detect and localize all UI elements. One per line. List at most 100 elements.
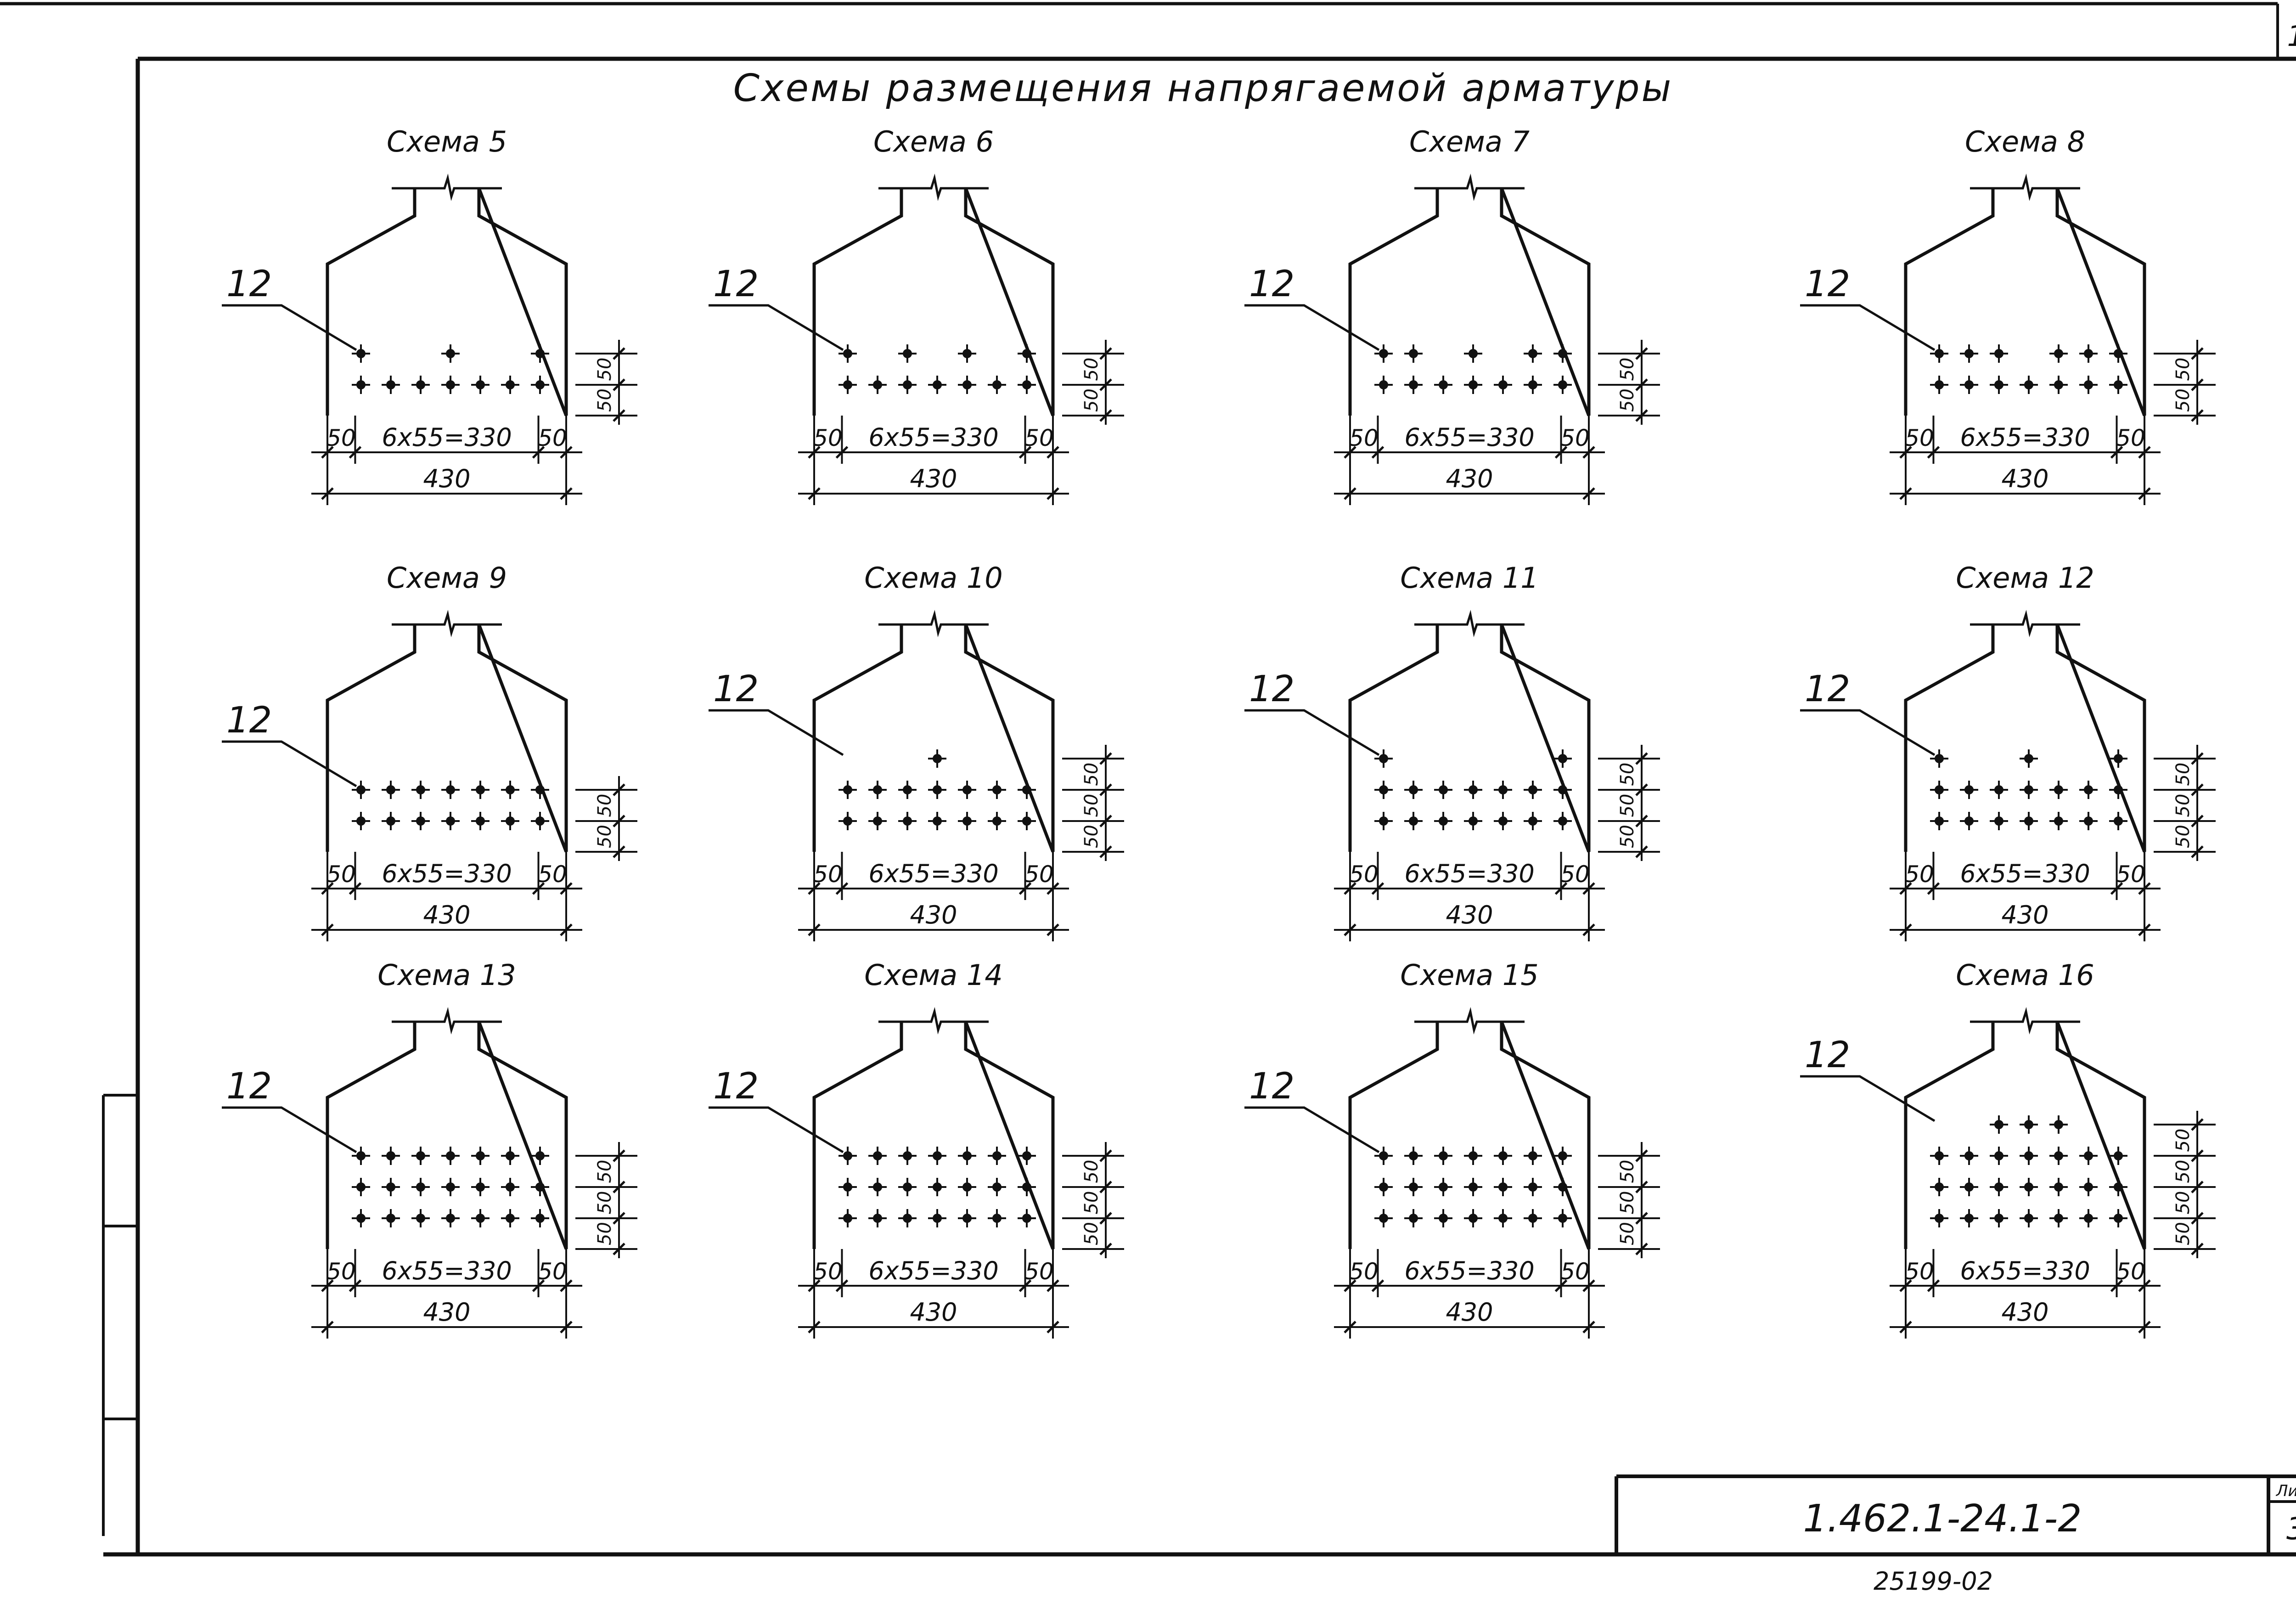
document-designation: 1.462.1-24.1-2	[1803, 1497, 2082, 1541]
dimension-right: 50	[1560, 1258, 1590, 1285]
dimension-vertical: 50	[2172, 1191, 2194, 1215]
section-outline	[812, 187, 1055, 416]
dimension-tick	[1099, 1243, 1112, 1255]
dimension-tick	[613, 783, 625, 796]
stem-break-line	[1970, 174, 2080, 201]
dimension-total: 430	[423, 900, 470, 929]
dimension-vertical: 50	[2172, 358, 2194, 381]
dimension-tick	[1099, 845, 1112, 858]
dimension-right: 50	[1024, 1258, 1054, 1285]
dimension-vertical: 50	[2172, 763, 2194, 786]
dimension-tick	[2138, 1321, 2151, 1334]
dimension-tick	[1635, 1149, 1648, 1162]
dimension-vertical: 50	[1081, 825, 1102, 848]
dimension-tick	[2191, 378, 2204, 391]
scheme-label: Схема 16	[1956, 958, 2094, 992]
section-outline	[1904, 624, 2146, 853]
dimension-tick	[532, 1279, 545, 1292]
dimension-tick	[1344, 487, 1356, 500]
dimension-tick	[1635, 378, 1648, 391]
dimension-vertical: 50	[2172, 1222, 2194, 1245]
dimension-tick	[2191, 1118, 2204, 1131]
dimension-tick	[349, 446, 362, 459]
dimension-tick	[835, 446, 849, 459]
stem-break-line	[878, 1007, 989, 1035]
dimension-total: 430	[1446, 1298, 1493, 1327]
callout-leader	[1800, 304, 1936, 351]
dimension-left: 50	[813, 425, 843, 451]
dimension-tick	[2191, 347, 2204, 360]
dimension-vertical: 50	[594, 388, 615, 412]
scheme-label: Схема 6	[873, 125, 994, 158]
dimension-tick	[321, 1321, 334, 1334]
position-callout: 12	[713, 1066, 759, 1107]
dimension-total: 430	[910, 1298, 957, 1327]
position-callout: 12	[1805, 1035, 1850, 1076]
dimension-left: 50	[1349, 1258, 1379, 1285]
dimension-right: 50	[538, 1258, 567, 1285]
section-outline	[1348, 187, 1591, 416]
stem-break-line	[1970, 610, 2080, 637]
dimension-tick	[2138, 487, 2151, 500]
dimension-tick	[613, 1181, 625, 1193]
dimension-tick	[2191, 752, 2204, 765]
dimension-tick	[2191, 1243, 2204, 1255]
dimension-vertical: 50	[594, 825, 615, 848]
scheme-label: Схема 15	[1400, 958, 1539, 992]
callout-leader	[1800, 1075, 1936, 1122]
dimension-middle: 6х55=330	[868, 859, 998, 888]
section-outline	[326, 1021, 568, 1250]
scheme-label: Схема 14	[864, 958, 1003, 992]
dimension-right: 50	[1560, 861, 1590, 888]
callout-leader	[709, 1106, 844, 1153]
dimension-left: 50	[326, 1258, 356, 1285]
dimension-right: 50	[1024, 425, 1054, 451]
dimension-tick	[1927, 882, 1940, 895]
dimension-tick	[560, 923, 573, 936]
dimension-tick	[1927, 1279, 1940, 1292]
dimension-vertical: 50	[1081, 763, 1102, 786]
dimension-right: 50	[2116, 425, 2145, 451]
section-outline	[812, 624, 1055, 853]
dimension-vertical: 50	[1617, 763, 1638, 786]
dimension-tick	[2191, 409, 2204, 422]
dimension-tick	[1099, 815, 1112, 827]
dimension-tick	[1927, 446, 1940, 459]
dimension-tick	[1099, 752, 1112, 765]
dimension-tick	[613, 1149, 625, 1162]
position-callout: 12	[1249, 1066, 1294, 1107]
position-callout: 12	[1805, 264, 1850, 305]
dimension-vertical: 50	[1081, 1160, 1102, 1183]
dimension-vertical: 50	[1617, 1222, 1638, 1245]
dimension-tick	[2191, 815, 2204, 827]
dimension-tick	[349, 1279, 362, 1292]
dimension-tick	[1899, 923, 1912, 936]
dimension-tick	[1019, 882, 1032, 895]
dimension-vertical: 50	[1617, 1160, 1638, 1183]
dimension-tick	[2191, 845, 2204, 858]
dimension-vertical: 50	[594, 358, 615, 381]
section-outline	[1348, 624, 1591, 853]
scheme-label: Схема 7	[1409, 125, 1530, 158]
dimension-vertical: 50	[1081, 1191, 1102, 1215]
dimension-tick	[2191, 783, 2204, 796]
dimension-middle: 6х55=330	[1404, 859, 1534, 888]
section-outline	[326, 624, 568, 853]
callout-leader	[222, 1106, 357, 1153]
dimension-tick	[1344, 1321, 1356, 1334]
dimension-total: 430	[2001, 900, 2048, 929]
stem-break-line	[1970, 1007, 2080, 1035]
dimension-middle: 6х55=330	[868, 423, 998, 452]
dimension-vertical: 50	[1081, 794, 1102, 817]
dimension-tick	[2110, 882, 2123, 895]
dimension-tick	[1635, 1181, 1648, 1193]
dimension-tick	[1019, 1279, 1032, 1292]
